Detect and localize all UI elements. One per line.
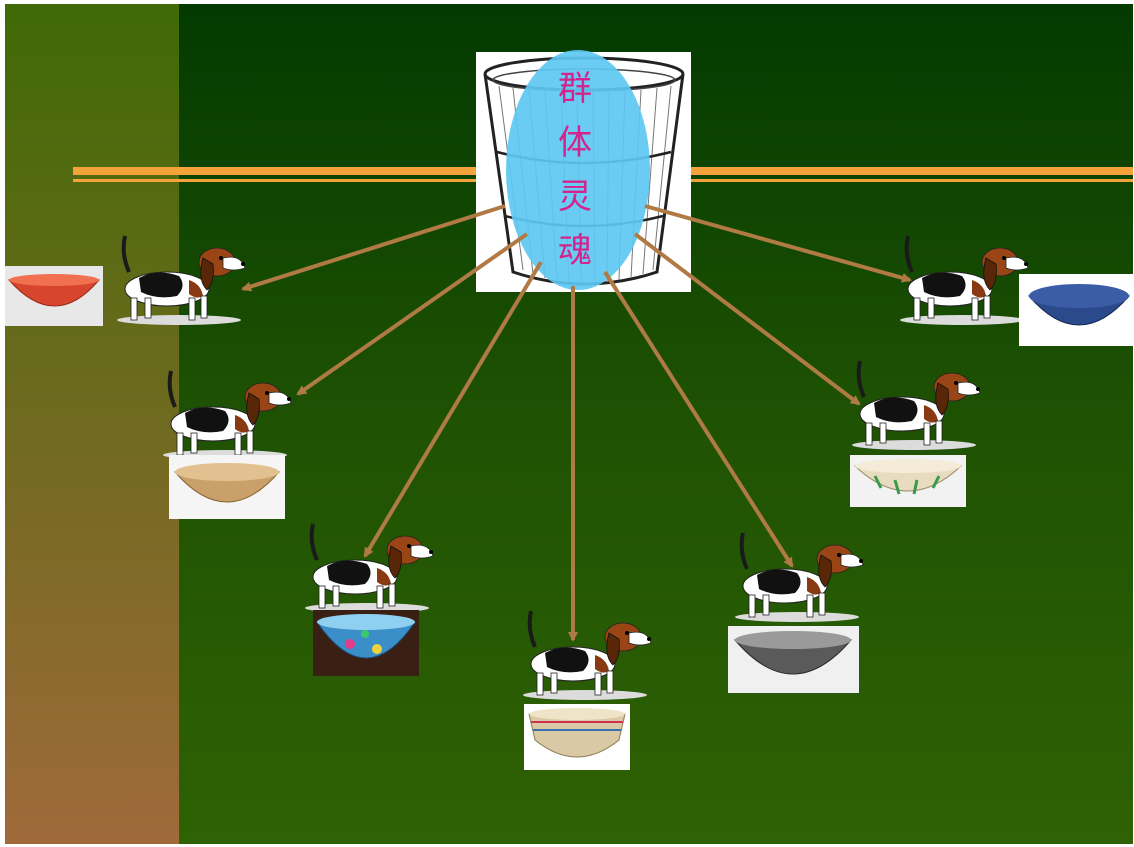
blue-bowl-image (1019, 274, 1133, 346)
arrow-to-dog-1 (241, 204, 506, 292)
arrow-to-dog-3 (363, 260, 543, 558)
arrow-to-dog-5 (603, 270, 794, 568)
slide: 群体灵魂 (5, 4, 1133, 844)
center-label-char: 群 (558, 69, 592, 109)
red-bowl-image (5, 266, 103, 326)
gray-bowl-image (728, 626, 859, 693)
side-band (5, 4, 179, 844)
decorated-porcelain-bowl-image (313, 610, 419, 676)
center-label-char: 灵 (558, 177, 592, 217)
striped-bowl-image (524, 704, 630, 770)
diagram-canvas (5, 4, 1133, 844)
center-label: 群体灵魂 (553, 62, 597, 278)
arrow-to-dog-7 (644, 204, 912, 283)
floral-bowl-image (850, 455, 966, 507)
arrow-to-dog-2 (296, 232, 529, 396)
center-label-char: 体 (558, 123, 592, 163)
arrow-to-dog-6 (633, 232, 861, 406)
wooden-bowl-image (169, 455, 285, 519)
center-label-char: 魂 (558, 231, 592, 271)
soul-oval (506, 50, 650, 290)
arrows (241, 204, 912, 642)
